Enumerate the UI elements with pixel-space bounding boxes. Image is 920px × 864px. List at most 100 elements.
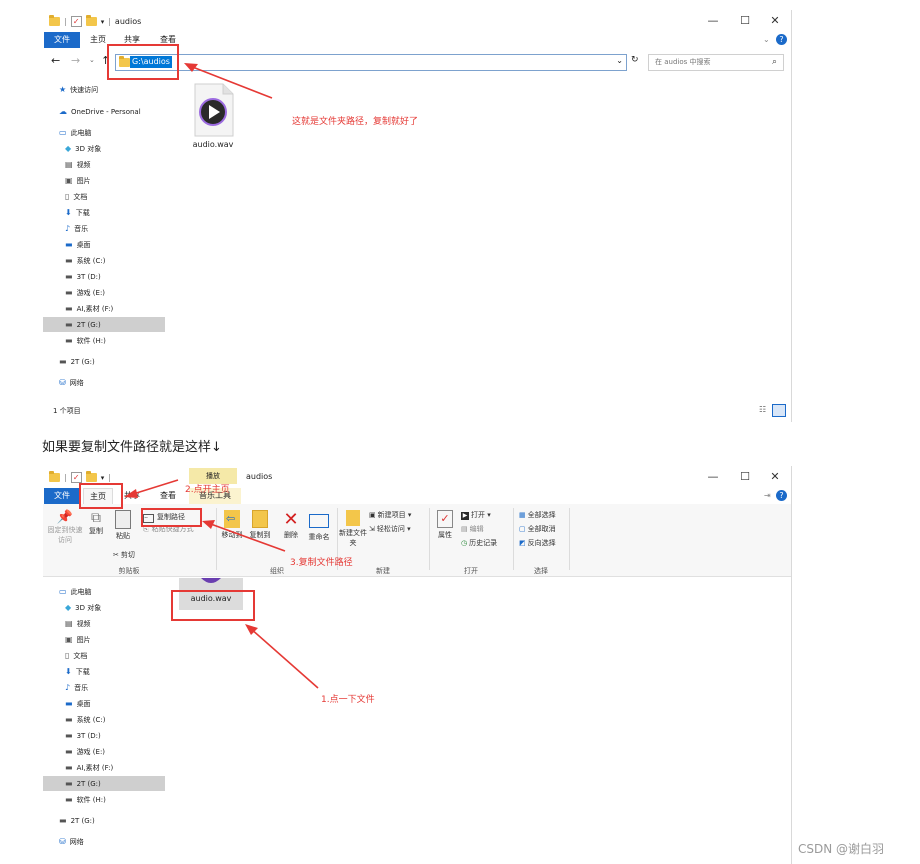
new-folder-icon[interactable]: [85, 471, 97, 482]
pin-ribbon-icon[interactable]: ⇥: [764, 491, 771, 500]
address-text[interactable]: G:\audios: [130, 56, 172, 68]
copy-to-button[interactable]: 复制到: [245, 510, 275, 540]
history-button[interactable]: ◷历史记录: [461, 539, 498, 547]
sidebar-item[interactable]: ▯文档: [43, 648, 165, 663]
sidebar-item[interactable]: ▬软件 (H:): [43, 792, 165, 807]
sidebar-item[interactable]: ▬桌面: [43, 237, 165, 252]
sidebar-item[interactable]: ▯文档: [43, 189, 165, 204]
close-button[interactable]: ✕: [770, 14, 780, 27]
sidebar-item[interactable]: ▬2T (G:): [43, 354, 165, 369]
sidebar-item[interactable]: ▬2T (G:): [43, 813, 165, 828]
sidebar-item[interactable]: ⬇下载: [43, 664, 165, 679]
properties-icon[interactable]: ✓: [70, 16, 82, 27]
open-button[interactable]: ▶打开 ▾: [461, 511, 491, 520]
easy-access-button[interactable]: ⇲轻松访问 ▾: [369, 525, 411, 533]
maximize-button[interactable]: ☐: [740, 470, 750, 483]
sidebar-item[interactable]: ▬游戏 (E:): [43, 744, 165, 759]
tab-share[interactable]: 共享: [124, 35, 140, 44]
select-all-button[interactable]: ▦全部选择: [519, 511, 556, 519]
sidebar-item[interactable]: ▭此电脑: [43, 125, 165, 140]
sidebar-item[interactable]: ▬桌面: [43, 696, 165, 711]
refresh-icon[interactable]: ↻: [631, 55, 639, 65]
search-placeholder: 在 audios 中搜索: [655, 58, 711, 66]
delete-button[interactable]: ✕ 删除: [279, 510, 303, 540]
help-icon[interactable]: ?: [776, 490, 787, 501]
paste-shortcut-button[interactable]: ⎘粘贴快捷方式: [143, 525, 194, 533]
chevron-down-icon[interactable]: ▾: [100, 17, 105, 26]
tab-home[interactable]: 主页: [83, 488, 113, 504]
sidebar-item[interactable]: ▬2T (G:): [43, 317, 165, 332]
tab-file[interactable]: 文件: [44, 32, 80, 48]
sidebar-item-label: 此电脑: [70, 588, 92, 596]
folder-icon[interactable]: [49, 15, 60, 26]
select-none-button[interactable]: ▢全部取消: [519, 525, 556, 533]
sidebar-item[interactable]: ♪音乐: [43, 680, 165, 695]
up-arrow-icon[interactable]: ↑: [101, 54, 111, 67]
tab-home[interactable]: 主页: [90, 35, 106, 44]
sidebar-item[interactable]: ▬2T (G:): [43, 776, 165, 791]
sidebar-item[interactable]: ▬软件 (H:): [43, 333, 165, 348]
sidebar-item[interactable]: ▤视频: [43, 157, 165, 172]
annotation-click-file: 1.点一下文件: [321, 695, 375, 705]
file-item[interactable]: audio.wav: [189, 82, 237, 149]
recent-chevron-icon[interactable]: ⌄: [89, 56, 95, 64]
new-folder-icon[interactable]: [85, 15, 97, 26]
paste-button[interactable]: 粘贴: [111, 510, 135, 541]
sidebar-item[interactable]: ▬AI,素材 (F:): [43, 760, 165, 775]
sidebar-item[interactable]: ⛁网络: [43, 375, 165, 390]
details-view-icon[interactable]: ☷: [759, 405, 767, 414]
sidebar-item[interactable]: ▬3T (D:): [43, 269, 165, 284]
sidebar-item[interactable]: ▬3T (D:): [43, 728, 165, 743]
address-dropdown-icon[interactable]: ⌄: [616, 56, 623, 65]
copy-path-button[interactable]: ∼复制路径: [143, 513, 185, 523]
file-item-selected[interactable]: audio.wav: [179, 578, 243, 610]
help-icon[interactable]: ?: [776, 34, 787, 45]
sidebar-item[interactable]: ★快速访问: [43, 82, 165, 97]
sidebar-item[interactable]: ▬系统 (C:): [43, 712, 165, 727]
search-input[interactable]: 在 audios 中搜索 ⌕: [648, 54, 784, 71]
tab-view[interactable]: 查看: [160, 491, 176, 500]
chevron-down-icon[interactable]: ▾: [100, 473, 105, 482]
cut-button[interactable]: ✂剪切: [113, 551, 135, 559]
tab-file[interactable]: 文件: [44, 488, 80, 504]
large-icons-view-icon[interactable]: [772, 404, 786, 417]
sidebar-item[interactable]: ♪音乐: [43, 221, 165, 236]
folder-icon[interactable]: [49, 471, 60, 482]
rename-button[interactable]: 重命名: [305, 510, 333, 542]
sidebar-item[interactable]: ⛁网络: [43, 834, 165, 849]
edit-icon: ▤: [461, 525, 468, 533]
close-button[interactable]: ✕: [770, 470, 780, 483]
properties-icon[interactable]: ✓: [70, 472, 82, 483]
tab-view[interactable]: 查看: [160, 35, 176, 44]
forward-arrow-icon[interactable]: →: [71, 54, 81, 67]
new-folder-button[interactable]: 新建文件夹: [339, 510, 367, 548]
sidebar-item[interactable]: ⬇下载: [43, 205, 165, 220]
expand-ribbon-icon[interactable]: ⌄: [763, 35, 770, 44]
sidebar-item[interactable]: ◆3D 对象: [43, 600, 165, 615]
properties-button[interactable]: ✓ 属性: [437, 510, 453, 539]
sidebar-item[interactable]: ▬AI,素材 (F:): [43, 301, 165, 316]
address-bar[interactable]: G:\audios ⌄: [115, 54, 627, 71]
sidebar-item[interactable]: ▣图片: [43, 632, 165, 647]
sidebar-item[interactable]: ☁OneDrive - Personal: [43, 104, 165, 119]
maximize-button[interactable]: ☐: [740, 14, 750, 27]
sidebar-item[interactable]: ▤视频: [43, 616, 165, 631]
invert-selection-button[interactable]: ◩反向选择: [519, 539, 556, 547]
sidebar-item[interactable]: ▬游戏 (E:): [43, 285, 165, 300]
sidebar-item[interactable]: ▭此电脑: [43, 584, 165, 599]
move-to-button[interactable]: ⇦ 移动到: [221, 510, 243, 539]
pin-quick-access-button[interactable]: 📌 固定到快速访问: [47, 510, 83, 544]
minimize-button[interactable]: —: [707, 14, 719, 27]
edit-button[interactable]: ▤编辑: [461, 525, 484, 533]
sidebar-item-label: 图片: [76, 177, 91, 185]
highlight-copy-path: [141, 508, 202, 527]
new-item-button[interactable]: ▣新建项目 ▾: [369, 511, 412, 519]
tab-music-tools[interactable]: 音乐工具: [189, 488, 241, 504]
sidebar-item[interactable]: ▣图片: [43, 173, 165, 188]
context-tab-play[interactable]: 播放: [189, 468, 237, 484]
minimize-button[interactable]: —: [707, 470, 719, 483]
sidebar-item[interactable]: ▬系统 (C:): [43, 253, 165, 268]
copy-button[interactable]: ⧉ 复制: [85, 510, 107, 536]
back-arrow-icon[interactable]: ←: [51, 54, 61, 67]
sidebar-item[interactable]: ◆3D 对象: [43, 141, 165, 156]
